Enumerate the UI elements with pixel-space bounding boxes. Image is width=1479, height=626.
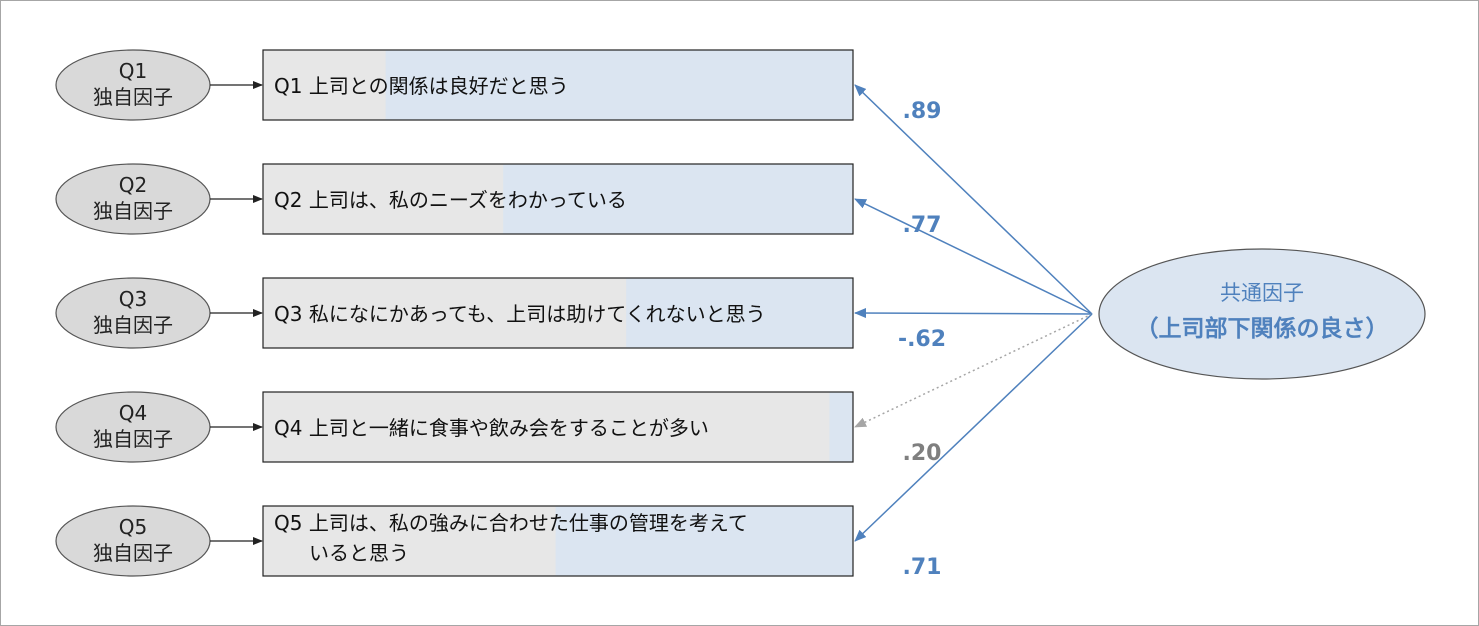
item-text: Q5 上司は、私の強みに合わせた仕事の管理を考えて bbox=[274, 511, 748, 535]
unique-factor-label: Q1 bbox=[119, 59, 147, 83]
unique-factor-label: Q5 bbox=[119, 515, 147, 539]
common-variance-share bbox=[503, 164, 853, 234]
item-text: いると思う bbox=[309, 541, 409, 565]
unique-factor-label: 独自因子 bbox=[93, 199, 173, 223]
item-text: Q4 上司と一緒に食事や飲み会をすることが多い bbox=[274, 416, 709, 440]
common-factor-title: 共通因子 bbox=[1220, 281, 1304, 305]
unique-factor-label: 独自因子 bbox=[93, 85, 173, 109]
common-factor: 共通因子 （上司部下関係の良さ） bbox=[1098, 248, 1426, 380]
item-box-border bbox=[262, 163, 854, 235]
unique-factor-label: Q3 bbox=[119, 287, 147, 311]
unique-factor-label: Q4 bbox=[119, 401, 147, 425]
loading-path-q2 bbox=[854, 198, 1093, 315]
item-box-border bbox=[262, 49, 854, 121]
loading-label-q3: -.62 bbox=[898, 327, 946, 352]
common-variance-share bbox=[626, 278, 853, 348]
unique-factor-label: 独自因子 bbox=[93, 313, 173, 337]
common-variance-share bbox=[385, 50, 853, 120]
item-q2: Q2 上司は、私のニーズをわかっている bbox=[262, 163, 854, 235]
loading-path-q3 bbox=[854, 308, 1093, 319]
loading-label-q1: .89 bbox=[903, 99, 942, 124]
item-text: Q2 上司は、私のニーズをわかっている bbox=[274, 188, 627, 212]
item-q1: Q1 上司との関係は良好だと思う bbox=[262, 49, 854, 121]
item-q3: Q3 私になにかあっても、上司は助けてくれないと思う bbox=[262, 277, 854, 349]
common-variance-share bbox=[555, 506, 853, 576]
loading-path-q5 bbox=[854, 313, 1093, 542]
item-text: Q1 上司との関係は良好だと思う bbox=[274, 74, 569, 98]
item-box-background bbox=[263, 392, 853, 462]
item-box-border bbox=[262, 391, 854, 463]
unique-factor-label: 独自因子 bbox=[93, 541, 173, 565]
loading-path-q4 bbox=[854, 313, 1093, 428]
item-q4: Q4 上司と一緒に食事や飲み会をすることが多い bbox=[262, 391, 854, 463]
unique-factor-label: 独自因子 bbox=[93, 427, 173, 451]
item-box-border bbox=[262, 505, 854, 577]
loading-label-q5: .71 bbox=[903, 555, 942, 580]
unique-factor-label: Q2 bbox=[119, 173, 147, 197]
item-box-border bbox=[262, 277, 854, 349]
loading-label-q2: .77 bbox=[903, 213, 942, 238]
common-factor-subtitle: （上司部下関係の良さ） bbox=[1136, 315, 1389, 342]
loading-path-q1 bbox=[854, 84, 1093, 315]
common-variance-share bbox=[829, 392, 853, 462]
item-text: Q3 私になにかあっても、上司は助けてくれないと思う bbox=[274, 302, 766, 326]
common-factor-ellipse bbox=[1098, 248, 1426, 380]
loading-label-q4: .20 bbox=[903, 441, 942, 466]
